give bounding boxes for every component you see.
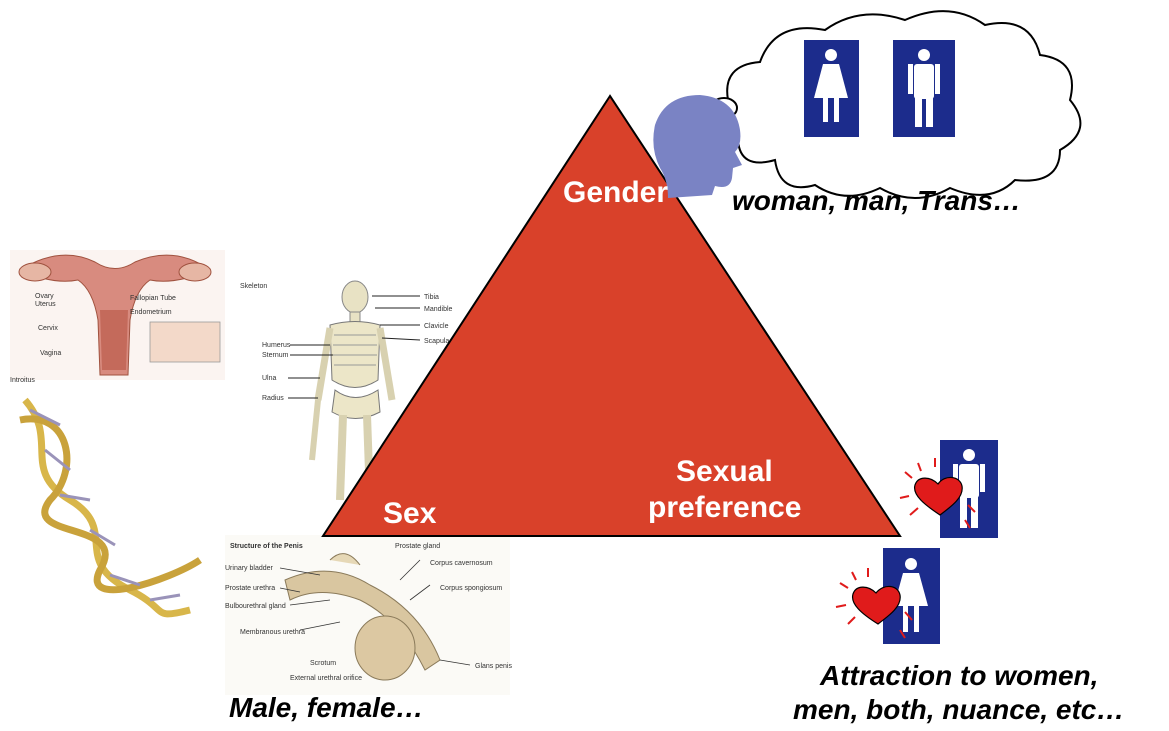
svg-text:Ulna: Ulna bbox=[262, 375, 277, 382]
svg-text:Prostate urethra: Prostate urethra bbox=[225, 585, 275, 592]
svg-text:Glans penis: Glans penis bbox=[475, 663, 512, 670]
svg-text:Cervix: Cervix bbox=[38, 325, 58, 332]
svg-text:Prostate gland: Prostate gland bbox=[395, 543, 440, 550]
svg-text:Ovary: Ovary bbox=[35, 293, 54, 300]
svg-text:Uterus: Uterus bbox=[35, 301, 56, 308]
svg-text:Vagina: Vagina bbox=[40, 350, 61, 357]
svg-text:Urinary bladder: Urinary bladder bbox=[225, 565, 274, 572]
svg-text:Clavicle: Clavicle bbox=[424, 323, 449, 330]
svg-text:Fallopian Tube: Fallopian Tube bbox=[130, 295, 176, 302]
gender-caption: woman, man, Trans… bbox=[732, 185, 1021, 217]
sexual-preference-label-line1: Sexual bbox=[676, 455, 773, 489]
svg-text:Sternum: Sternum bbox=[262, 352, 289, 359]
svg-text:Bulbourethral gland: Bulbourethral gland bbox=[225, 603, 286, 610]
svg-text:Scapula: Scapula bbox=[424, 338, 449, 345]
svg-text:Corpus spongiosum: Corpus spongiosum bbox=[440, 585, 502, 592]
svg-text:Endometrium: Endometrium bbox=[130, 309, 172, 316]
preference-caption-line1: Attraction to women, bbox=[820, 660, 1098, 692]
svg-text:External urethral orifice: External urethral orifice bbox=[290, 675, 362, 682]
sex-caption: Male, female… bbox=[229, 692, 424, 724]
svg-text:Corpus cavernosum: Corpus cavernosum bbox=[430, 560, 493, 567]
male-restroom-icon bbox=[893, 40, 955, 137]
sex-vertex-label: Sex bbox=[383, 497, 436, 531]
sexual-preference-label-line2: preference bbox=[648, 491, 801, 525]
svg-text:Scrotum: Scrotum bbox=[310, 660, 336, 667]
svg-text:Membranous urethra: Membranous urethra bbox=[240, 629, 305, 636]
dna-helix-illustration bbox=[20, 400, 200, 614]
male-anatomy-illustration: Structure of the Penis Urinary bladder P… bbox=[225, 535, 512, 695]
svg-text:Structure of the Penis: Structure of the Penis bbox=[230, 543, 303, 550]
female-anatomy-illustration: Ovary Uterus Fallopian Tube Endometrium … bbox=[10, 250, 225, 384]
female-restroom-icon bbox=[804, 40, 859, 137]
svg-text:Introitus: Introitus bbox=[10, 377, 35, 384]
svg-text:Humerus: Humerus bbox=[262, 342, 291, 349]
preference-caption-line2: men, both, nuance, etc… bbox=[793, 694, 1124, 726]
thought-cloud-icon bbox=[686, 11, 1080, 198]
gender-vertex-label: Gender bbox=[563, 176, 668, 210]
svg-text:Radius: Radius bbox=[262, 395, 284, 402]
svg-text:Tibia: Tibia bbox=[424, 294, 439, 301]
svg-text:Skeleton: Skeleton bbox=[240, 283, 267, 290]
svg-text:Mandible: Mandible bbox=[424, 306, 453, 313]
